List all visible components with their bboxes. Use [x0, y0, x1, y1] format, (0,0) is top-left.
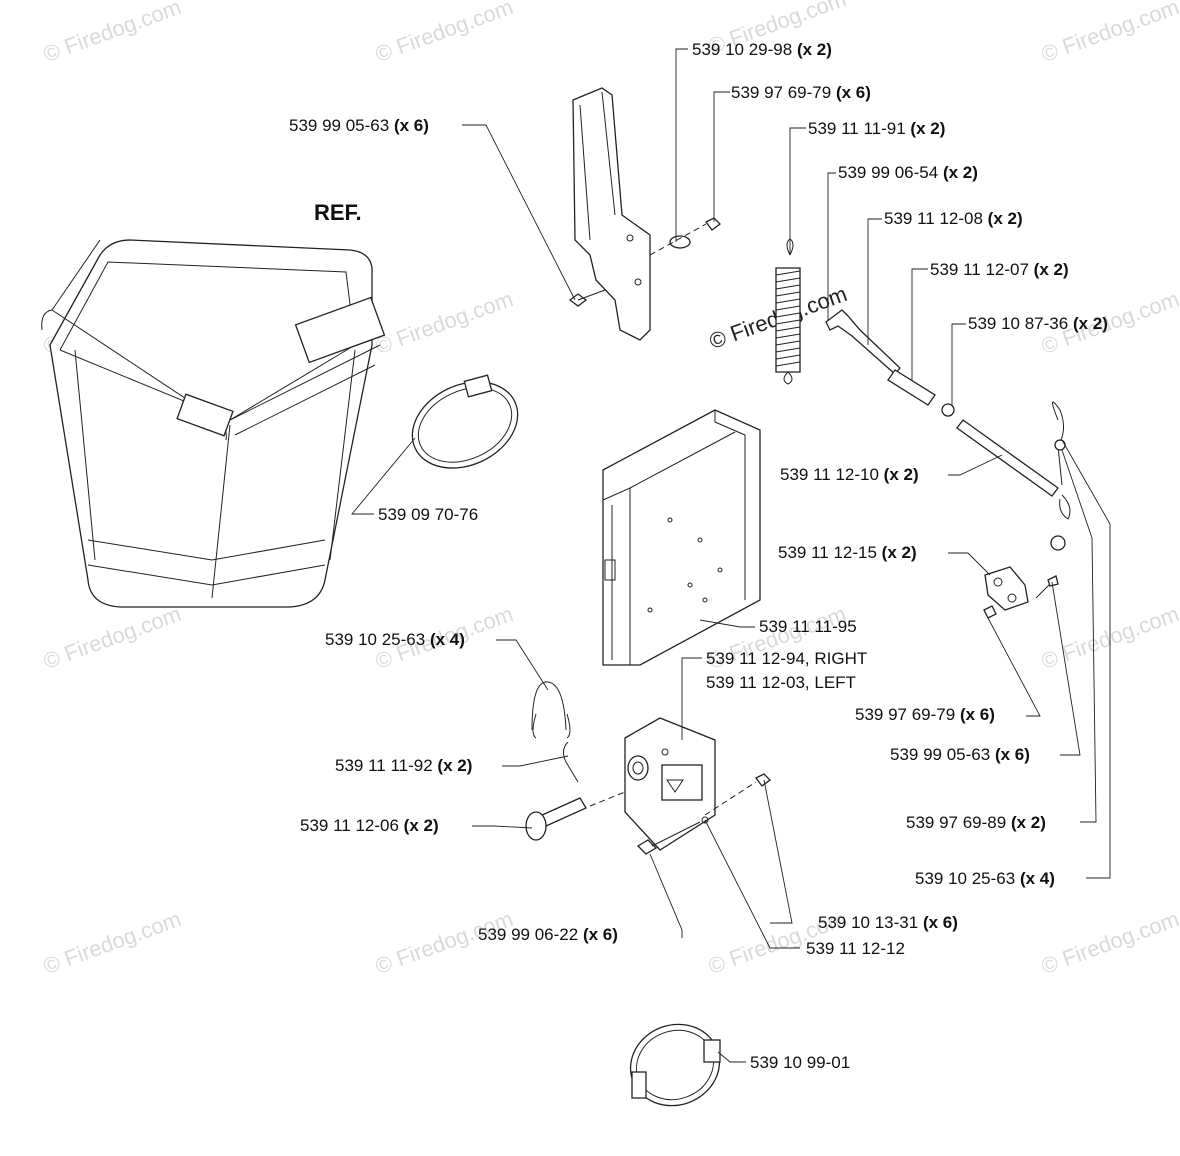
part-number: 539 10 25-63: [915, 869, 1016, 888]
callout-539-97-69-89: 539 97 69-89 (x 2): [906, 813, 1046, 833]
part-number: 539 97 69-89: [906, 813, 1007, 832]
part-number: 539 97 69-79: [855, 705, 956, 724]
part-number: 539 11 12-10: [780, 465, 879, 484]
callout-539-10-13-31: 539 10 13-31 (x 6): [818, 913, 958, 933]
part-number: 539 11 11-92: [335, 756, 433, 775]
upright-bracket-illustration: [568, 87, 721, 341]
part-quantity: (x 2): [1072, 314, 1108, 333]
part-number: 539 09 70-76: [378, 505, 479, 524]
rod-assembly-illustration: [825, 309, 1071, 619]
part-number: 539 11 12-06: [300, 816, 399, 835]
part-number: 539 11 12-15: [778, 543, 877, 562]
part-quantity: (x 2): [881, 543, 917, 562]
hose-clamp-illustration: [411, 374, 519, 469]
part-number: 539 11 12-07: [930, 260, 1029, 279]
part-number: 539 97 69-79: [731, 83, 832, 102]
part-quantity: (x 4): [429, 630, 465, 649]
callout-539-10-29-98: 539 10 29-98 (x 2): [692, 40, 832, 60]
part-number: 539 11 12-94, RIGHT: [706, 649, 868, 668]
bolts-illustration: [636, 773, 771, 855]
callout-539-10-25-63-left: 539 10 25-63 (x 4): [325, 630, 465, 650]
callout-539-11-12-15: 539 11 12-15 (x 2): [778, 543, 917, 563]
part-number: 539 11 11-91: [808, 119, 906, 138]
part-quantity: (x 2): [796, 40, 832, 59]
part-number: 539 10 13-31: [818, 913, 919, 932]
callout-539-99-06-22: 539 99 06-22 (x 6): [478, 925, 618, 945]
part-quantity: (x 2): [1033, 260, 1069, 279]
part-quantity: (x 6): [959, 705, 995, 724]
callout-539-11-11-92: 539 11 11-92 (x 2): [335, 756, 472, 776]
lock-bracket-illustration: [624, 717, 716, 851]
callout-539-10-99-01: 539 10 99-01: [750, 1053, 850, 1073]
callout-539-11-12-08: 539 11 12-08 (x 2): [884, 209, 1023, 229]
callout-539-99-05-63-top: 539 99 05-63 (x 6): [289, 116, 429, 136]
callout-539-11-11-95: 539 11 11-95: [759, 617, 857, 637]
callout-539-99-05-63-right: 539 99 05-63 (x 6): [890, 745, 1030, 765]
leader-lines: [351, 48, 1111, 1063]
grass-bag-illustration: [41, 239, 386, 608]
part-quantity: (x 2): [910, 119, 946, 138]
callout-539-11-12-12: 539 11 12-12: [806, 939, 905, 959]
part-number: 539 10 29-98: [692, 40, 793, 59]
part-quantity: (x 2): [942, 163, 978, 182]
part-quantity: (x 2): [987, 209, 1023, 228]
part-number: 539 11 12-03, LEFT: [706, 673, 856, 692]
part-quantity: (x 2): [437, 756, 473, 775]
lock-pin-illustration: [525, 681, 626, 841]
bottom-clamp-illustration: [629, 1023, 721, 1107]
part-quantity: (x 4): [1019, 869, 1055, 888]
callout-539-97-69-79-top: 539 97 69-79 (x 6): [731, 83, 871, 103]
part-number: 539 99 05-63: [289, 116, 390, 135]
part-number: 539 10 99-01: [750, 1053, 851, 1072]
part-quantity: (x 2): [403, 816, 439, 835]
callout-539-11-12-07: 539 11 12-07 (x 2): [930, 260, 1069, 280]
part-number: 539 10 25-63: [325, 630, 426, 649]
part-number: 539 10 87-36: [968, 314, 1069, 333]
callout-539-11-12-10: 539 11 12-10 (x 2): [780, 465, 919, 485]
ref-label: REF.: [314, 200, 362, 225]
part-quantity: (x 2): [1010, 813, 1046, 832]
spring-illustration: [775, 238, 801, 385]
callout-539-10-25-63-right: 539 10 25-63 (x 4): [915, 869, 1055, 889]
part-number: 539 11 11-95: [759, 617, 857, 636]
part-quantity: (x 6): [994, 745, 1030, 764]
part-quantity: (x 6): [393, 116, 429, 135]
callout-539-10-87-36: 539 10 87-36 (x 2): [968, 314, 1108, 334]
callout-539-97-69-79-right: 539 97 69-79 (x 6): [855, 705, 995, 725]
callout-539-11-11-91: 539 11 11-91 (x 2): [808, 119, 945, 139]
callout-539-11-12-06: 539 11 12-06 (x 2): [300, 816, 439, 836]
part-number: 539 11 12-08: [884, 209, 983, 228]
callout-539-09-70-76: 539 09 70-76: [378, 505, 478, 525]
part-quantity: (x 6): [922, 913, 958, 932]
main-plate-illustration: [602, 409, 761, 666]
part-quantity: (x 6): [582, 925, 618, 944]
part-number: 539 99 05-63: [890, 745, 991, 764]
callout-539-11-12-94-right: 539 11 12-94, RIGHT: [706, 649, 867, 669]
part-quantity: (x 6): [835, 83, 871, 102]
part-number: 539 99 06-54: [838, 163, 939, 182]
part-number: 539 99 06-22: [478, 925, 579, 944]
part-number: 539 11 12-12: [806, 939, 905, 958]
callout-539-11-12-03-left: 539 11 12-03, LEFT: [706, 673, 856, 693]
callout-539-99-06-54: 539 99 06-54 (x 2): [838, 163, 978, 183]
part-quantity: (x 2): [883, 465, 919, 484]
